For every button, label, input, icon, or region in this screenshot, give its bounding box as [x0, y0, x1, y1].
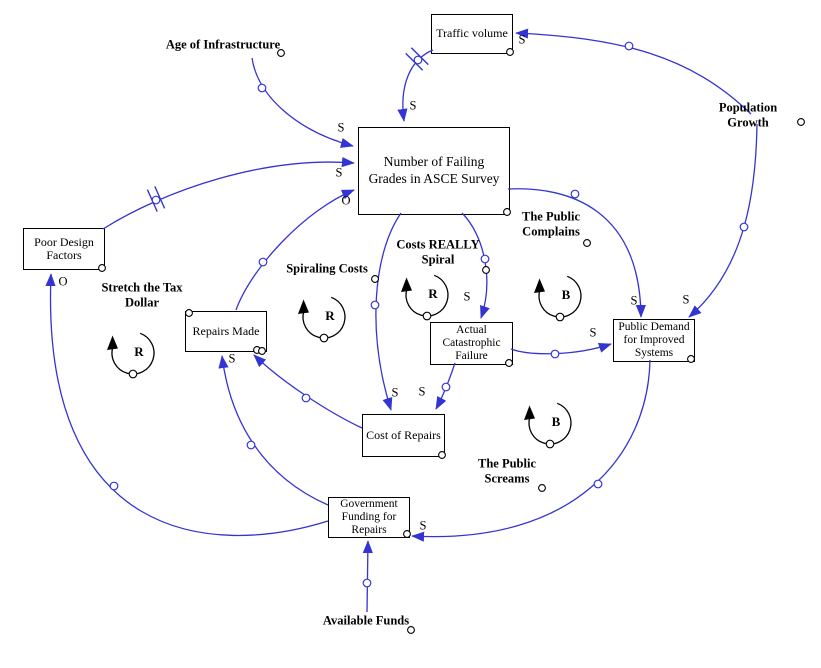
link-curve	[102, 156, 355, 230]
node-poor-design-factors[interactable]: Poor Design Factors	[23, 228, 105, 270]
loop-letter-spiraling: R	[325, 308, 335, 323]
node-traffic-volume[interactable]: Traffic volume	[431, 14, 513, 54]
anchor-dot	[797, 118, 805, 126]
loop-name-costs-really-spiral: Costs REALLY Spiral	[396, 237, 480, 266]
curve-handle	[624, 41, 634, 51]
curve-handle	[441, 382, 451, 392]
curve-handle	[257, 83, 267, 93]
delay-mark	[405, 52, 424, 71]
curve-handle	[362, 578, 372, 588]
delay-mark	[146, 189, 158, 212]
curve-handle	[593, 479, 603, 489]
anchor-dot	[538, 484, 546, 492]
polarity-label: S	[419, 518, 427, 533]
label-available-funds[interactable]: Available Funds	[322, 613, 410, 628]
polarity-label: O	[341, 193, 351, 208]
curve-handle	[413, 55, 423, 65]
link-curve	[435, 362, 456, 410]
polarity-label: S	[682, 292, 690, 307]
label-age-of-infrastructure[interactable]: Age of Infrastructure	[165, 37, 281, 52]
curve-handle	[301, 393, 311, 403]
loop-name-spiraling-costs: Spiraling Costs	[286, 261, 368, 276]
polarity-label: S	[391, 385, 399, 400]
node-repairs-made[interactable]: Repairs Made	[185, 311, 267, 352]
loop-name-public-screams: The Public Screams	[478, 456, 536, 485]
link-curve	[362, 540, 373, 613]
loop-letter-complains: B	[561, 287, 571, 302]
polarity-label: O	[58, 274, 68, 289]
polarity-label: S	[228, 351, 236, 366]
polarity-label: S	[463, 289, 471, 304]
loop-arrow-icon	[533, 275, 582, 322]
anchor-dot	[482, 266, 490, 274]
loop-letter-costs: R	[428, 286, 438, 301]
link-curve	[411, 359, 651, 542]
link-curve	[688, 123, 758, 318]
loop-letter-stretch: R	[134, 344, 144, 359]
delay-mark	[410, 47, 429, 66]
curve-handle	[739, 222, 749, 232]
node-cost-of-repairs[interactable]: Cost of Repairs	[362, 414, 445, 457]
loop-arrow-icon	[106, 332, 155, 379]
node-failing-grades[interactable]: Number of Failing Grades in ASCE Survey	[358, 127, 510, 215]
curve-handle	[258, 257, 268, 267]
polarity-label: S	[409, 98, 417, 113]
polarity-label: S	[518, 32, 526, 47]
polarity-label: S	[337, 120, 345, 135]
label-population-growth[interactable]: Population Growth	[718, 100, 778, 129]
link-curve	[235, 189, 355, 311]
node-government-funding[interactable]: Government Funding for Repairs	[328, 497, 410, 538]
link-curve	[218, 355, 329, 506]
curve-handle	[370, 300, 380, 310]
node-actual-catastrophic-failure[interactable]: Actual Catastrophic Failure	[430, 322, 513, 365]
link-curve	[253, 354, 363, 429]
anchor-dot	[583, 239, 591, 247]
loop-name-public-complains: The Public Complains	[522, 209, 580, 238]
curve-handle	[109, 481, 119, 491]
link-curve	[397, 49, 434, 122]
anchor-dot	[371, 275, 379, 283]
curve-handle	[151, 195, 161, 205]
loop-arrow-icon	[400, 274, 449, 321]
delay-mark	[154, 186, 166, 209]
loop-arrow-icon	[523, 402, 572, 449]
curve-handle	[480, 254, 490, 264]
loop-arrow-icon	[297, 296, 346, 343]
link-curve	[507, 188, 646, 318]
polarity-label: S	[335, 165, 343, 180]
loop-letter-screams: B	[551, 414, 561, 429]
polarity-label: S	[418, 384, 426, 399]
node-public-demand[interactable]: Public Demand for Improved Systems	[613, 319, 695, 362]
polarity-label: S	[630, 293, 638, 308]
polarity-label: S	[589, 325, 597, 340]
loop-name-stretch-tax-dollar: Stretch the Tax Dollar	[101, 280, 183, 309]
link-curve	[510, 342, 612, 355]
curve-handle	[570, 189, 580, 199]
curve-handle	[246, 440, 256, 450]
curve-handle	[550, 349, 560, 359]
